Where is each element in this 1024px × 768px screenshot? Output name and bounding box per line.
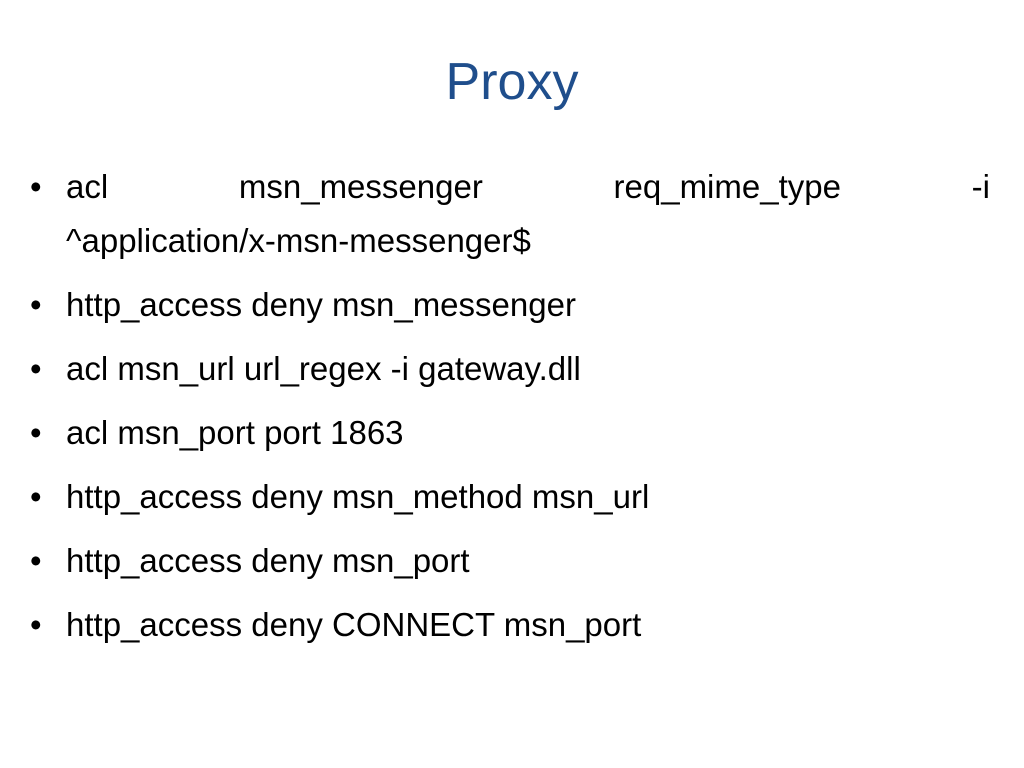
bullet-list: • acl msn_messenger req_mime_type -i ^ap… (26, 160, 990, 662)
bullet-text: http_access deny msn_port (66, 542, 470, 579)
bullet-item: • http_access deny msn_method msn_url (26, 470, 990, 524)
bullet-first-line: acl msn_messenger req_mime_type -i (66, 160, 990, 214)
bullet-word: -i (971, 168, 990, 205)
bullet-item: • http_access deny msn_port (26, 534, 990, 588)
bullet-icon: • (30, 542, 42, 579)
bullet-text: http_access deny CONNECT msn_port (66, 606, 642, 643)
bullet-text: http_access deny msn_method msn_url (66, 478, 650, 515)
bullet-item: • acl msn_url url_regex -i gateway.dll (26, 342, 990, 396)
bullet-continuation: ^application/x-msn-messenger$ (66, 222, 531, 259)
bullet-icon: • (30, 286, 42, 323)
bullet-word: req_mime_type (613, 168, 841, 205)
bullet-item: • http_access deny msn_messenger (26, 278, 990, 332)
bullet-icon: • (30, 414, 42, 451)
bullet-icon: • (30, 168, 42, 205)
bullet-item: • http_access deny CONNECT msn_port (26, 598, 990, 652)
bullet-text: acl msn_url url_regex -i gateway.dll (66, 350, 581, 387)
bullet-item: • acl msn_port port 1863 (26, 406, 990, 460)
bullet-text: http_access deny msn_messenger (66, 286, 576, 323)
bullet-word: acl (66, 168, 109, 205)
bullet-item: • acl msn_messenger req_mime_type -i ^ap… (26, 160, 990, 268)
bullet-icon: • (30, 478, 42, 515)
bullet-icon: • (30, 606, 42, 643)
bullet-text: acl msn_port port 1863 (66, 414, 404, 451)
slide-title: Proxy (445, 53, 579, 111)
bullet-icon: • (30, 350, 42, 387)
bullet-word: msn_messenger (238, 168, 483, 205)
